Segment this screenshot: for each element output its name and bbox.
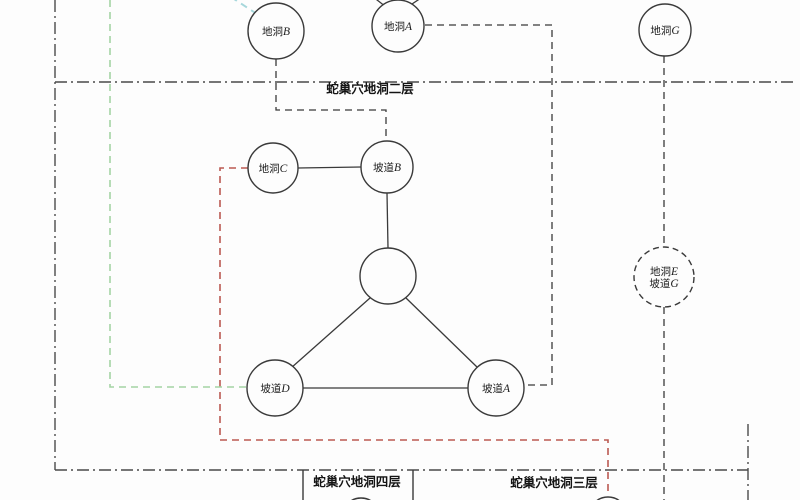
node-label-didong-e-podao-g: 坡道G (649, 277, 679, 290)
node-circle-didong-c (247, 142, 299, 194)
node-label-didong-c: 地洞C (259, 162, 288, 175)
edge-hub-podaoA (405, 297, 479, 369)
node-podao-a: 坡道A (467, 359, 525, 417)
node-circle-didong-b (247, 2, 305, 60)
route-red-didongC-floor3 (219, 167, 609, 496)
node-label-didong-e-podao-g: 地洞E (650, 265, 678, 278)
node-label-podao-d: 坡道D (260, 382, 290, 395)
node-label-didong-g: 地洞G (650, 24, 680, 37)
edge-hub-podaoD (290, 297, 371, 369)
node-circle-didong-e-podao-g (633, 246, 695, 308)
node-label-didong-a: 地洞A (384, 20, 413, 33)
floor-label-floor-3: 蛇巢穴地洞三层 (510, 475, 598, 490)
node-label-didong-b: 地洞B (262, 25, 290, 38)
node-didong-c: 地洞C (247, 142, 299, 194)
node-edge-node-bottom-right (596, 496, 620, 500)
floor-label-floor-2: 蛇巢穴地洞二层 (326, 81, 414, 96)
node-didong-a: 地洞A (371, 0, 425, 53)
node-didong-b: 地洞B (247, 2, 305, 60)
node-circle-didong-g (638, 3, 692, 57)
node-label-podao-b: 坡道B (373, 161, 401, 174)
node-circle-podao-b (360, 140, 414, 194)
route-didongA-podaoA (425, 24, 553, 386)
route-green-to-podaoD (109, 0, 246, 388)
node-didong-g: 地洞G (638, 3, 692, 57)
floor-label-floor-4: 蛇巢穴地洞四层 (313, 474, 401, 489)
node-circle-didong-a (371, 0, 425, 53)
node-circle-podao-d (246, 359, 304, 417)
route-didongB-podaoB (275, 59, 387, 141)
node-circle-edge-node-bottom-right (596, 496, 620, 500)
edge-podaoB-hub (386, 192, 389, 249)
edge-didongC-podaoB (297, 166, 362, 169)
node-label-podao-a: 坡道A (482, 382, 511, 395)
node-podao-d: 坡道D (246, 359, 304, 417)
node-hub (359, 247, 417, 305)
node-circle-podao-a (467, 359, 525, 417)
node-circle-hub (359, 247, 417, 305)
node-podao-b: 坡道B (360, 140, 414, 194)
